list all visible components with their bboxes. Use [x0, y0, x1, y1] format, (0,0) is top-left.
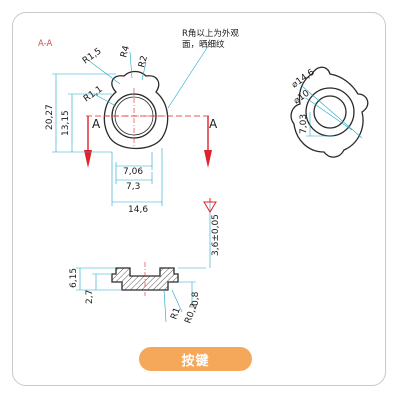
section-cut-right-label: A [209, 117, 218, 131]
dim-w706: 7,06 [123, 167, 143, 177]
dim-d10: ⌀10 [292, 88, 312, 106]
section-dimension-lines [76, 202, 211, 323]
datum-marker [203, 198, 217, 213]
dim-h703: 7,03 [299, 114, 309, 134]
side-dimension-lines [301, 85, 363, 139]
dim-r11: R1,1 [82, 84, 105, 104]
dim-h27: 2,7 [85, 290, 95, 304]
dim-h615: 6,15 [69, 268, 79, 288]
dim-r2: R2 [137, 55, 150, 69]
section-cut-left-label: A [92, 117, 101, 131]
dim-w146: 14,6 [128, 205, 148, 215]
caption-button[interactable]: 按键 [139, 347, 252, 371]
dim-h1315: 13,15 [61, 110, 71, 136]
dim-v08: 0,8 [191, 291, 201, 306]
note-line-2: 面，晒细纹 [182, 39, 225, 50]
front-dimension-lines [52, 39, 213, 206]
front-view [103, 70, 169, 150]
dim-h2027: 20,27 [45, 104, 55, 130]
section-cut-markers [84, 115, 212, 168]
technical-drawing: A-A A A [12, 12, 386, 386]
section-label: A-A [38, 39, 53, 49]
dim-r02: R0,2 [183, 302, 199, 325]
dim-w73: 7,3 [126, 182, 140, 192]
dim-r4: R4 [119, 44, 132, 58]
section-view [111, 262, 179, 296]
dim-t36: 3,6±0,05 [211, 214, 221, 256]
drawing-card [12, 12, 386, 386]
dim-r1: R1 [169, 306, 182, 321]
note-line-1: R角以上为外观 [182, 28, 239, 39]
